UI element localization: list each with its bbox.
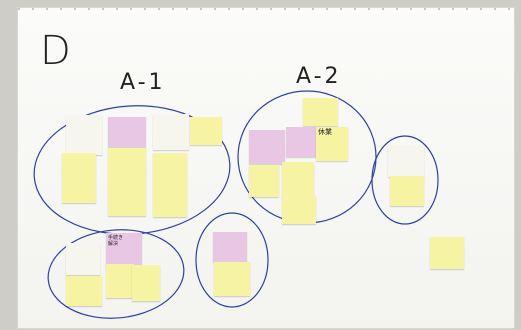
board-letter: D — [40, 28, 71, 74]
group-label-a1: A-1 — [120, 70, 166, 95]
sticky-note — [108, 117, 146, 147]
sticky-note — [282, 196, 316, 224]
cluster-circle-right — [371, 135, 439, 225]
sticky-note — [132, 265, 160, 301]
sticky-note — [153, 153, 187, 183]
note-label: 休業 — [318, 128, 332, 136]
sticky-note — [66, 276, 102, 306]
sticky-note — [153, 183, 187, 217]
sticky-note — [62, 153, 96, 203]
sticky-note — [390, 176, 424, 206]
note-label: 解決 — [108, 241, 119, 247]
sticky-note — [249, 165, 279, 197]
sticky-note — [66, 115, 102, 155]
cluster-circle-bottom-left — [47, 229, 185, 319]
sticky-note — [190, 117, 222, 145]
sticky-note — [108, 148, 146, 216]
sticky-note — [303, 98, 338, 126]
sticky-note — [153, 114, 189, 150]
cluster-circle-bottom-middle — [195, 212, 269, 308]
sticky-note — [430, 237, 464, 269]
sticky-note — [388, 145, 424, 177]
sticky-note — [286, 127, 316, 157]
note-label: 手続き — [108, 235, 124, 241]
sticky-note: 手続き 解決 — [106, 233, 142, 267]
sticky-note: 休業 — [316, 127, 348, 161]
sticky-note — [213, 232, 247, 262]
board-top-edge — [18, 8, 514, 10]
sticky-note — [214, 262, 250, 296]
sticky-note — [66, 243, 100, 275]
sticky-note — [249, 130, 285, 164]
sticky-note — [282, 162, 314, 198]
sticky-note — [106, 264, 134, 298]
group-label-a2: A-2 — [296, 64, 342, 89]
